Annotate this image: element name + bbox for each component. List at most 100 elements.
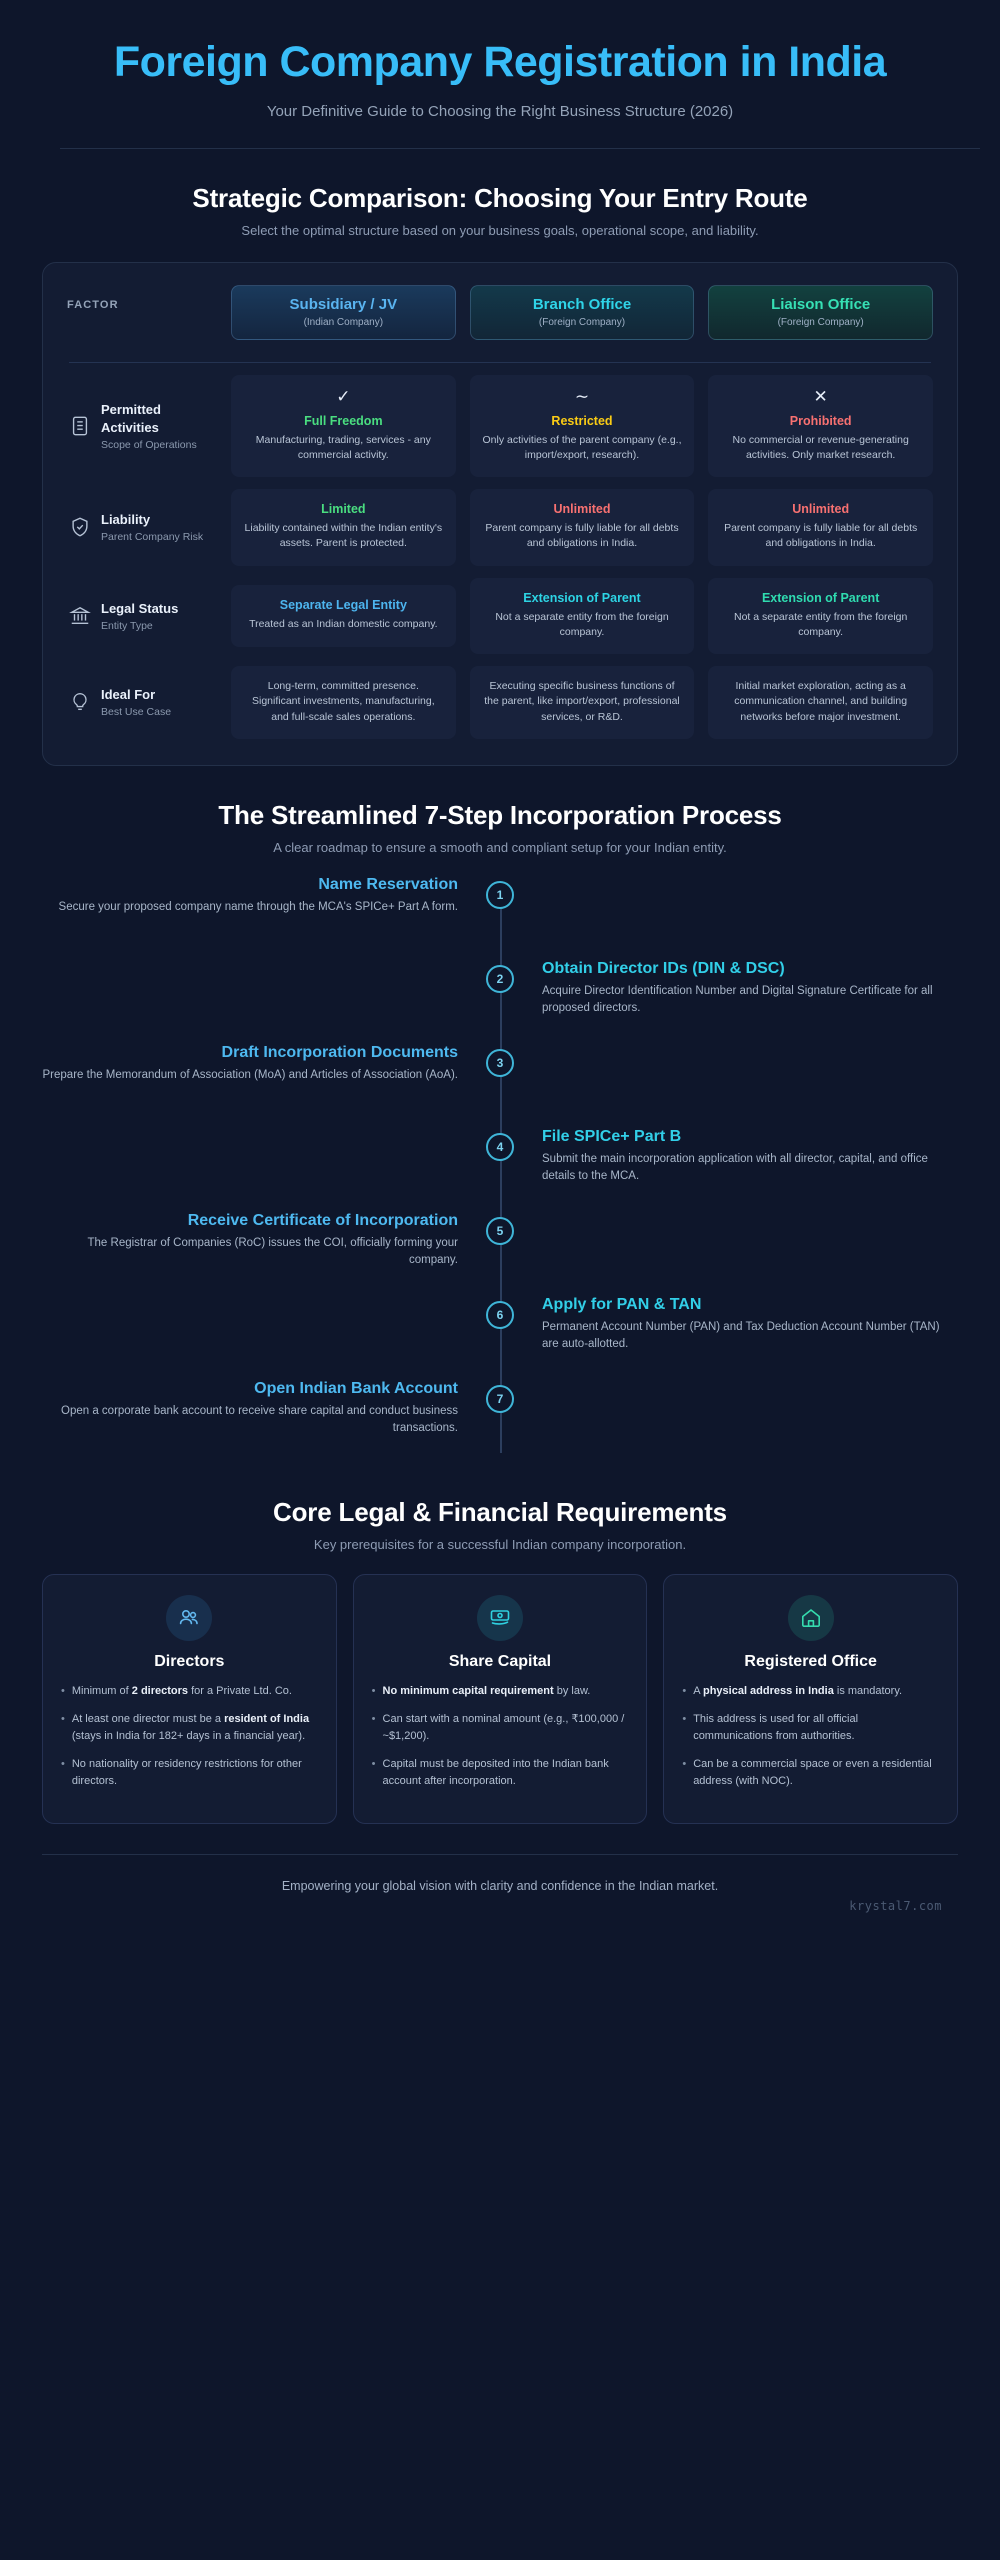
row-label-ideal-for: Ideal For Best Use Case — [67, 686, 217, 718]
bullet-icon: • — [61, 1712, 65, 1725]
step-content: Name Reservation Secure your proposed co… — [42, 875, 458, 916]
clipboard-list-icon — [69, 415, 91, 437]
table-cell: Separate Legal Entity Treated as an Indi… — [231, 585, 456, 647]
cell-detail: Parent company is fully liable for all d… — [485, 522, 679, 550]
footer-tagline: Empowering your global vision with clari… — [281, 1879, 719, 1894]
row-name: Ideal For — [101, 687, 156, 703]
step-title: Obtain Director IDs (DIN & DSC) — [542, 959, 785, 977]
bullet-icon: • — [371, 1757, 376, 1770]
hero-divider — [60, 147, 980, 149]
timeline-step-3: Draft Incorporation Documents Prepare th… — [42, 1043, 958, 1127]
comparison-header-divider — [69, 361, 931, 363]
step-desc: Prepare the Memorandum of Association (M… — [42, 1068, 458, 1081]
column-title: Branch Office — [532, 295, 632, 313]
step-number-badge[interactable]: 4 — [486, 1132, 514, 1161]
card-title: Directors — [154, 1652, 225, 1670]
step-number-badge[interactable]: 3 — [486, 1048, 514, 1077]
step-title: Open Indian Bank Account — [254, 1379, 458, 1397]
step-content: Receive Certificate of Incorporation The… — [42, 1211, 458, 1270]
table-cell: Limited Liability contained within the I… — [231, 489, 456, 566]
factor-column-label: FACTOR — [67, 298, 119, 311]
comparison-table-wrap: FACTOR Subsidiary / JV (Indian Company) … — [0, 238, 1000, 766]
cell-verdict: Unlimited — [553, 502, 611, 517]
list-item: •Capital must be deposited into the Indi… — [372, 1756, 629, 1790]
bullet-icon: • — [61, 1684, 65, 1697]
bank-institution-icon — [69, 605, 91, 627]
table-cell: Initial market exploration, acting as a … — [708, 666, 933, 739]
process-title: The Streamlined 7-Step Incorporation Pro… — [218, 799, 782, 830]
step-desc: Submit the main incorporation applicatio… — [542, 1152, 928, 1183]
table-cell: Unlimited Parent company is fully liable… — [708, 489, 933, 566]
step-number-badge[interactable]: 5 — [486, 1216, 514, 1245]
row-label-legal-status: Legal Status Entity Type — [67, 600, 217, 632]
step-content: Obtain Director IDs (DIN & DSC) Acquire … — [542, 959, 958, 1018]
card-title: Share Capital — [448, 1652, 552, 1670]
cell-verdict: Restricted — [551, 413, 613, 428]
requirements-subtitle: Key prerequisites for a successful India… — [313, 1536, 687, 1552]
bullet-icon: • — [682, 1684, 687, 1697]
step-content: Open Indian Bank Account Open a corporat… — [42, 1379, 458, 1438]
table-row: Permitted Activities Scope of Operations… — [67, 374, 933, 478]
list-item: •No minimum capital requirement by law. — [372, 1683, 629, 1700]
timeline-step-4: 4 File SPICe+ Part B Submit the main inc… — [42, 1127, 958, 1211]
comparison-title: Strategic Comparison: Choosing Your Entr… — [192, 182, 808, 213]
step-number-badge[interactable]: 2 — [486, 964, 514, 993]
process-subtitle: A clear roadmap to ensure a smooth and c… — [273, 839, 727, 855]
bullet-icon: • — [371, 1712, 376, 1725]
requirements-title: Core Legal & Financial Requirements — [273, 1496, 727, 1527]
bullet-icon: • — [61, 1757, 65, 1770]
cell-detail: Initial market exploration, acting as a … — [734, 680, 908, 723]
cell-detail: Liability contained within the Indian en… — [244, 522, 443, 550]
column-title: Subsidiary / JV — [289, 295, 398, 313]
requirement-card-registered-office: Registered Office •A physical address in… — [663, 1573, 958, 1825]
list-item: •At least one director must be a residen… — [61, 1711, 318, 1745]
cell-detail: Not a separate entity from the foreign c… — [495, 610, 669, 638]
shield-check-icon — [69, 516, 91, 538]
list-item: •Can be a commercial space or even a res… — [682, 1756, 939, 1790]
table-cell: ∼ Restricted Only activities of the pare… — [469, 374, 695, 478]
step-desc: The Registrar of Companies (RoC) issues … — [87, 1236, 458, 1267]
cell-verdict: Extension of Parent — [761, 590, 880, 605]
footer: Empowering your global vision with clari… — [0, 1855, 1000, 1913]
list-item: •Can start with a nominal amount (e.g., … — [372, 1711, 629, 1745]
column-subtitle: (Indian Company) — [303, 316, 384, 328]
row-desc: Entity Type — [101, 619, 153, 632]
step-number-badge[interactable]: 6 — [486, 1300, 514, 1329]
cell-verdict: Full Freedom — [304, 413, 383, 428]
table-cell: ✕ Prohibited No commercial or revenue-ge… — [708, 374, 933, 478]
banknote-icon — [476, 1594, 523, 1641]
step-title: Apply for PAN & TAN — [542, 1295, 702, 1313]
step-content: Apply for PAN & TAN Permanent Account Nu… — [542, 1295, 958, 1354]
step-desc: Acquire Director Identification Number a… — [542, 984, 933, 1015]
list-item: •Minimum of 2 directors for a Private Lt… — [61, 1683, 318, 1700]
row-name: Legal Status — [101, 600, 179, 616]
cell-verdict: Limited — [321, 502, 366, 517]
bullet-icon: • — [371, 1684, 376, 1697]
column-header-branch[interactable]: Branch Office (Foreign Company) — [469, 284, 695, 340]
column-header-subsidiary[interactable]: Subsidiary / JV (Indian Company) — [231, 284, 456, 340]
users-group-icon — [166, 1594, 213, 1641]
column-header-liaison[interactable]: Liaison Office (Foreign Company) — [708, 284, 933, 340]
footer-brand: krystal7.com — [849, 1899, 942, 1914]
step-number-badge[interactable]: 7 — [486, 1384, 514, 1413]
process-section-header: The Streamlined 7-Step Incorporation Pro… — [0, 766, 1000, 855]
page-subtitle: Your Definitive Guide to Choosing the Ri… — [266, 102, 734, 120]
requirement-card-directors: Directors •Minimum of 2 directors for a … — [42, 1573, 337, 1825]
requirement-cards: Directors •Minimum of 2 directors for a … — [0, 1552, 1000, 1825]
cell-detail: Only activities of the parent company (e… — [482, 433, 682, 462]
step-content: Draft Incorporation Documents Prepare th… — [42, 1043, 458, 1084]
cell-detail: Long-term, committed presence. Significa… — [251, 680, 435, 723]
page-title: Foreign Company Registration in India — [113, 38, 887, 86]
timeline-step-5: Receive Certificate of Incorporation The… — [42, 1211, 958, 1295]
bullet-icon: • — [682, 1757, 687, 1770]
cell-verdict: Separate Legal Entity — [279, 598, 407, 613]
timeline-spine — [500, 884, 502, 1453]
table-row: Legal Status Entity Type Separate Legal … — [67, 577, 933, 655]
cell-verdict: Prohibited — [789, 413, 852, 428]
card-title: Registered Office — [744, 1652, 877, 1670]
step-number-badge[interactable]: 1 — [486, 880, 514, 909]
row-name: Permitted Activities — [101, 402, 161, 436]
cell-verdict: Unlimited — [792, 502, 850, 517]
step-title: Draft Incorporation Documents — [221, 1043, 458, 1061]
cell-detail: Executing specific business functions of… — [484, 680, 680, 723]
